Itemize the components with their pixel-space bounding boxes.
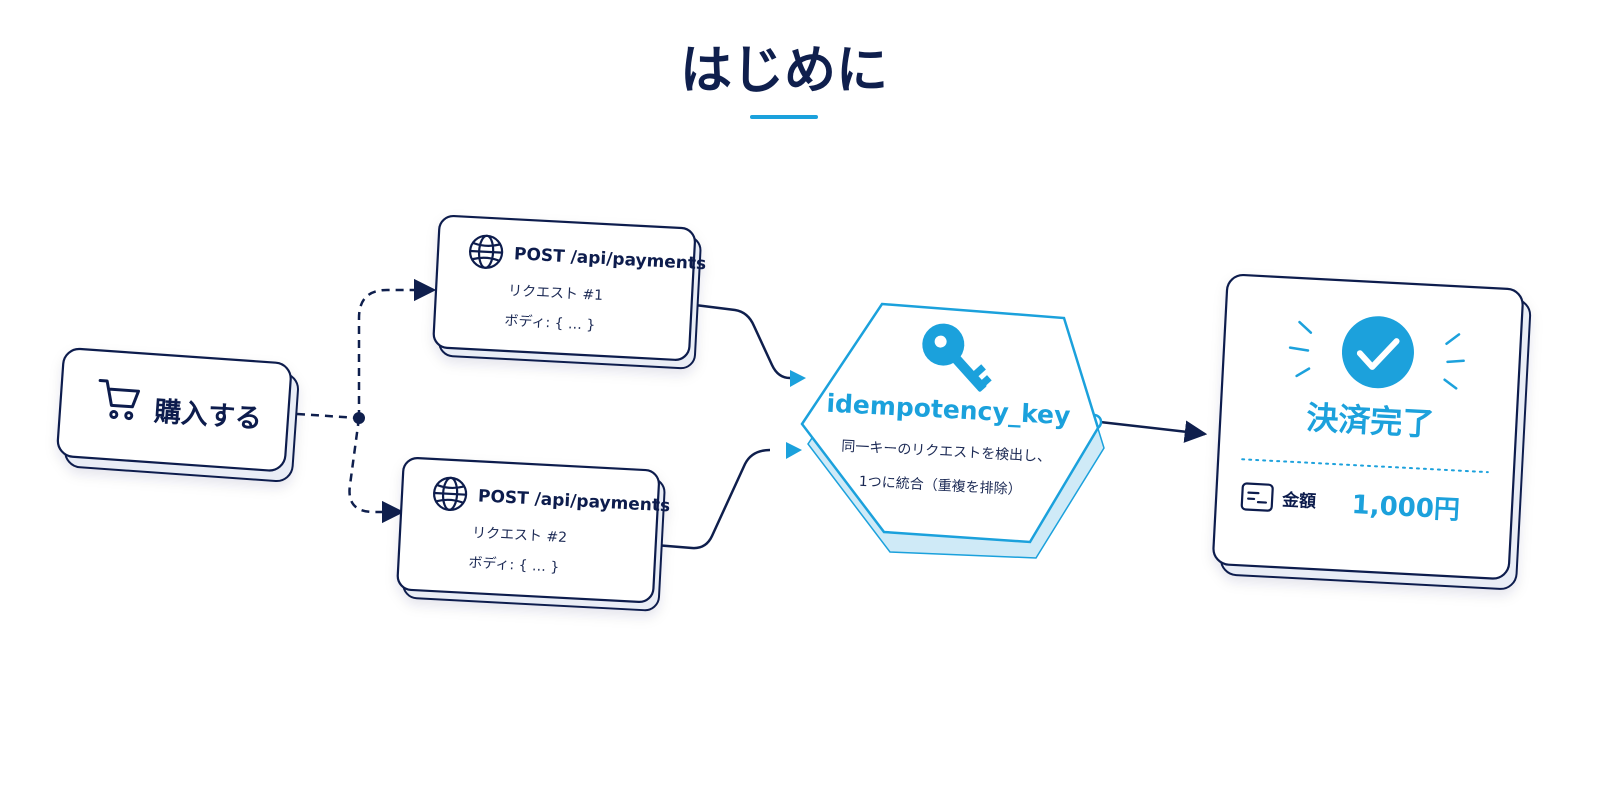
cart-icon bbox=[98, 378, 140, 421]
check-circle-icon bbox=[1341, 316, 1414, 389]
connector-key-result bbox=[1099, 420, 1208, 443]
request-2-name: リクエスト #2 bbox=[472, 525, 568, 546]
page-title: はじめに bbox=[680, 41, 888, 101]
key-icon bbox=[922, 323, 992, 392]
connector-request-1-key bbox=[694, 303, 791, 380]
connector-purchase-junction bbox=[296, 412, 360, 420]
globe-icon bbox=[468, 234, 504, 269]
idempotency-node[interactable]: idempotency_key 同一キーのリクエストを検出し、 1つに統合（重複… bbox=[800, 302, 1105, 559]
purchase-node[interactable]: 購入する bbox=[56, 347, 300, 483]
request-1-name: リクエスト #1 bbox=[508, 283, 604, 304]
connector-junction-request-1 bbox=[357, 278, 437, 418]
amount-label: 金額 bbox=[1281, 489, 1317, 512]
connector-request-2-key bbox=[654, 448, 771, 550]
amount-value: 1,000円 bbox=[1351, 490, 1461, 526]
request-2-body: ボディ: { … } bbox=[468, 554, 560, 576]
request-1-body: ボディ: { … } bbox=[504, 312, 596, 334]
celebration-burst bbox=[1288, 320, 1465, 390]
result-divider bbox=[1241, 458, 1489, 474]
receipt-icon bbox=[1240, 482, 1274, 512]
globe-icon bbox=[432, 476, 468, 511]
result-node[interactable]: 決済完了 金額 1,000円 bbox=[1212, 273, 1532, 590]
result-status: 決済完了 bbox=[1305, 399, 1435, 444]
purchase-label: 購入する bbox=[153, 396, 263, 434]
arrowhead-request-1 bbox=[790, 370, 806, 387]
idempotency-node-face bbox=[800, 302, 1100, 544]
arrowhead-request-2 bbox=[786, 442, 802, 459]
title-underline bbox=[750, 115, 818, 119]
request-node-2[interactable]: POST /api/payments リクエスト #2 ボディ: { … } bbox=[396, 457, 672, 612]
connector-junction-request-2 bbox=[348, 417, 405, 524]
request-node-1[interactable]: POST /api/payments リクエスト #1 ボディ: { … } bbox=[432, 214, 708, 370]
